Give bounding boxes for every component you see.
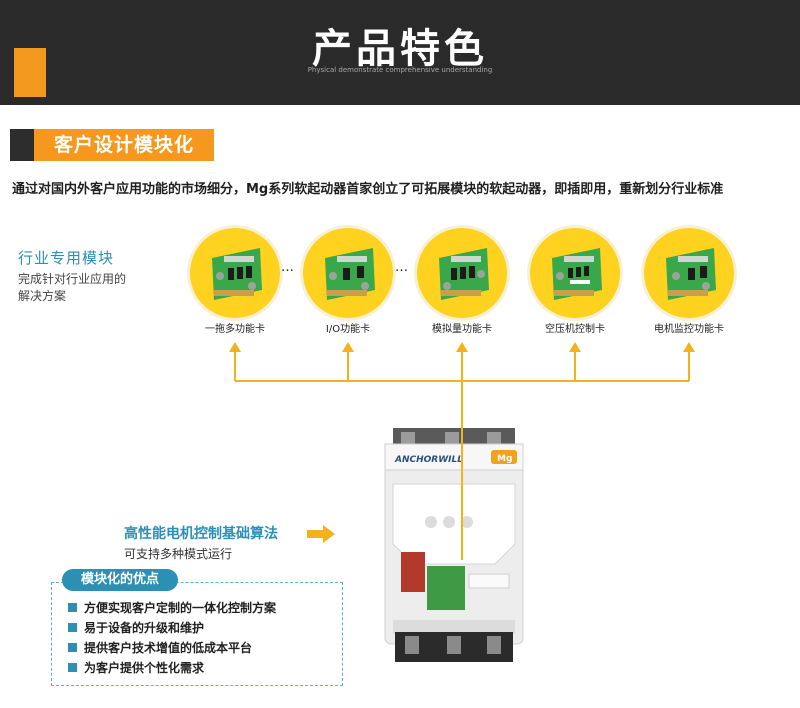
header-banner xyxy=(0,0,800,105)
square-bullet-icon xyxy=(68,623,77,632)
industry-desc-line2: 解决方案 xyxy=(18,289,67,303)
soft-starter-device-image: ANCHORWILL Mg xyxy=(384,428,524,662)
card-circle-5 xyxy=(644,228,734,318)
card-circle-2 xyxy=(303,228,393,318)
pcb-card-icon xyxy=(439,248,489,300)
card-circle-4 xyxy=(530,228,620,318)
intro-text: 通过对国内外客户应用功能的市场细分，Mg系列软起动器首家创立了可拓展模块的软起动… xyxy=(12,182,724,197)
square-bullet-icon xyxy=(68,643,77,652)
page-subtitle: Physical demonstrate comprehensive under… xyxy=(307,66,493,74)
ellipsis-1: … xyxy=(281,260,295,275)
square-bullet-icon xyxy=(68,603,77,612)
pcb-card-icon xyxy=(325,248,375,300)
advantages-box xyxy=(51,582,343,686)
card-circle-1 xyxy=(190,228,280,318)
ellipsis-2: … xyxy=(395,260,409,275)
section-title: 客户设计模块化 xyxy=(34,129,214,161)
device-connector-line xyxy=(461,424,463,560)
header-accent-block xyxy=(14,48,46,97)
advantage-item-3: 提供客户技术增值的低成本平台 xyxy=(68,639,252,656)
advantage-item-1: 方便实现客户定制的一体化控制方案 xyxy=(68,599,276,616)
algorithm-title: 高性能电机控制基础算法 xyxy=(124,526,278,542)
arrow-right-icon xyxy=(307,525,335,543)
advantages-title: 模块化的优点 xyxy=(62,569,178,591)
page-title: 产品特色 xyxy=(312,26,488,72)
pcb-card-icon xyxy=(666,248,716,300)
card-label-3: 模拟量功能卡 xyxy=(432,324,492,335)
pcb-card-icon xyxy=(212,248,262,300)
square-bullet-icon xyxy=(68,663,77,672)
card-label-2: I/O功能卡 xyxy=(325,324,371,335)
device-brand: ANCHORWILL xyxy=(394,455,463,465)
industry-module-title: 行业专用模块 xyxy=(18,249,115,267)
advantage-item-2: 易于设备的升级和维护 xyxy=(68,619,204,636)
algorithm-desc: 可支持多种模式运行 xyxy=(124,547,233,561)
industry-desc-line1: 完成针对行业应用的 xyxy=(18,272,127,286)
device-badge: Mg xyxy=(497,454,512,464)
pcb-card-icon xyxy=(552,248,602,300)
industry-module-desc: 完成针对行业应用的 解决方案 xyxy=(18,271,158,305)
card-circle-3 xyxy=(417,228,507,318)
section-marker xyxy=(10,129,34,161)
card-label-1: 一拖多功能卡 xyxy=(205,324,265,335)
advantage-item-4: 为客户提供个性化需求 xyxy=(68,659,204,676)
card-label-5: 电机监控功能卡 xyxy=(654,324,724,335)
card-label-4: 空压机控制卡 xyxy=(545,324,605,335)
